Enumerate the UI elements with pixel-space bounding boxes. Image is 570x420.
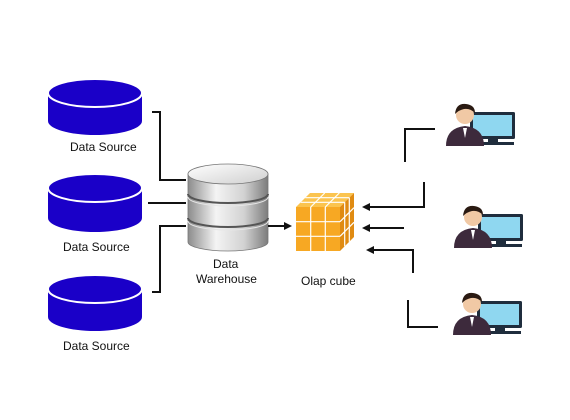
connector-user-3 [366, 246, 414, 273]
data-source-1-label: Data Source [70, 140, 137, 154]
source-connectors [148, 111, 186, 293]
user-computer-icon [446, 103, 515, 146]
connector-source-1 [152, 111, 186, 181]
connector-user-1 [362, 182, 425, 211]
data-source-3: Data Source [47, 274, 143, 353]
warehouse-label-line1: Data [213, 257, 239, 271]
user-3-bracket [407, 300, 438, 328]
olap-cube-label: Olap cube [301, 274, 356, 288]
data-source-1-top [47, 78, 143, 108]
warehouse-label-line2: Warehouse [196, 272, 257, 286]
data-source-2-label: Data Source [63, 240, 130, 254]
data-source-1: Data Source [47, 78, 143, 154]
olap-cube-icon [296, 192, 355, 251]
data-source-3-top [47, 274, 143, 304]
user-1-bracket [404, 128, 435, 162]
data-source-2: Data Source [47, 173, 143, 254]
data-source-3-label: Data Source [63, 339, 130, 353]
user-computer-icon [453, 292, 522, 335]
connector-source-3 [152, 225, 186, 293]
data-warehouse-icon [187, 163, 269, 252]
user-connectors [362, 128, 438, 328]
data-source-2-top [47, 173, 143, 203]
user-computer-icon [454, 205, 523, 248]
